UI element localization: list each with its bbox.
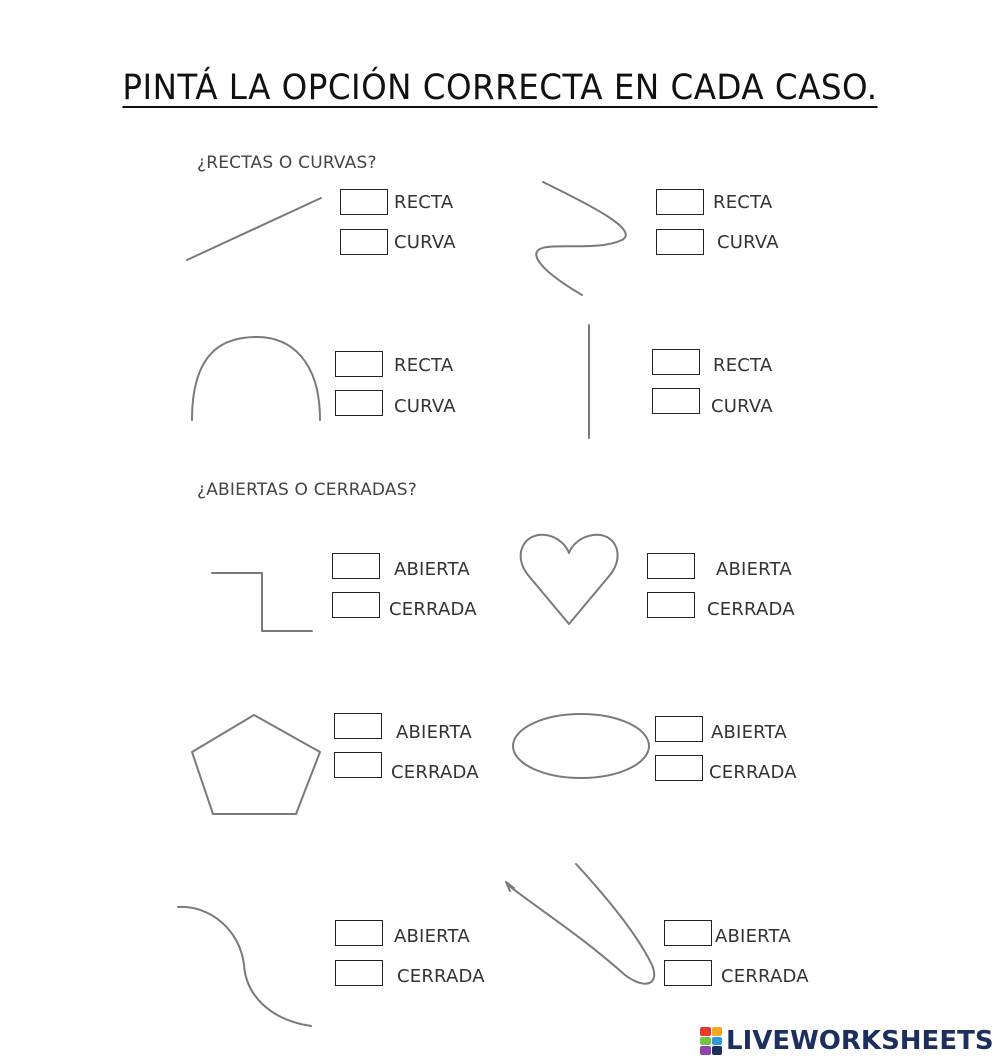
s-curve-figure: [177, 905, 312, 1027]
zigzag-curve-figure: [535, 181, 627, 296]
option-label: CERRADA: [707, 599, 795, 620]
logo-tile: [700, 1027, 711, 1036]
checkbox-item1-curva[interactable]: [340, 229, 388, 255]
logo-text: LIVEWORKSHEETS: [726, 1026, 994, 1056]
checkbox-item6-cerrada[interactable]: [647, 592, 695, 618]
logo-tile: [700, 1036, 711, 1046]
checkbox-item5-cerrada[interactable]: [332, 592, 380, 618]
option-label: RECTA: [394, 192, 454, 213]
checkbox-item1-recta[interactable]: [340, 189, 388, 215]
option-label: RECTA: [394, 355, 454, 376]
option-label: ABIERTA: [394, 559, 470, 580]
option-label: ABIERTA: [394, 926, 470, 947]
section-heading-shapes: ¿ABIERTAS O CERRADAS?: [197, 480, 417, 500]
option-label: ABIERTA: [716, 559, 792, 580]
option-label: ABIERTA: [711, 722, 787, 743]
logo-tile: [711, 1046, 722, 1055]
checkbox-item4-curva[interactable]: [652, 388, 700, 414]
liveworksheets-logo[interactable]: LIVEWORKSHEETS: [700, 1024, 994, 1058]
step-line-figure: [211, 572, 313, 632]
logo-tile: [700, 1046, 711, 1055]
logo-tile: [711, 1036, 722, 1046]
checkbox-item10-abierta[interactable]: [664, 920, 712, 946]
straight-line-figure: [186, 197, 322, 261]
ellipse-figure: [512, 713, 650, 779]
loop-curve-figure: [507, 863, 655, 985]
checkbox-item8-abierta[interactable]: [655, 716, 703, 742]
checkbox-item2-curva[interactable]: [656, 229, 704, 255]
worksheet-title: PINTÁ LA OPCIÓN CORRECTA EN CADA CASO.: [122, 68, 878, 108]
section-heading-lines: ¿RECTAS O CURVAS?: [197, 153, 377, 173]
checkbox-item7-cerrada[interactable]: [334, 752, 382, 778]
checkbox-item4-recta[interactable]: [652, 349, 700, 375]
option-label: ABIERTA: [396, 722, 472, 743]
checkbox-item10-cerrada[interactable]: [664, 960, 712, 986]
option-label: CURVA: [711, 396, 773, 417]
option-label: CERRADA: [709, 762, 797, 783]
option-label: CERRADA: [389, 599, 477, 620]
option-label: CURVA: [717, 232, 779, 253]
checkbox-item3-curva[interactable]: [335, 390, 383, 416]
checkbox-item3-recta[interactable]: [335, 351, 383, 377]
checkbox-item7-abierta[interactable]: [334, 713, 382, 739]
checkbox-item2-recta[interactable]: [656, 189, 704, 215]
option-label: CERRADA: [397, 966, 485, 987]
pentagon-figure: [191, 714, 321, 815]
option-label: RECTA: [713, 355, 773, 376]
checkbox-item5-abierta[interactable]: [332, 553, 380, 579]
option-label: CURVA: [394, 396, 456, 417]
heart-figure: [519, 533, 619, 625]
checkbox-item6-abierta[interactable]: [647, 553, 695, 579]
logo-tile: [711, 1027, 722, 1036]
loop-curve-tip: [505, 881, 515, 892]
checkbox-item8-cerrada[interactable]: [655, 755, 703, 781]
option-label: CERRADA: [391, 762, 479, 783]
option-label: CERRADA: [721, 966, 809, 987]
checkbox-item9-cerrada[interactable]: [335, 960, 383, 986]
option-label: ABIERTA: [715, 926, 791, 947]
arch-curve-figure: [191, 336, 321, 421]
option-label: CURVA: [394, 232, 456, 253]
checkbox-item9-abierta[interactable]: [335, 920, 383, 946]
option-label: RECTA: [713, 192, 773, 213]
liveworksheets-logo-icon: [700, 1027, 722, 1055]
